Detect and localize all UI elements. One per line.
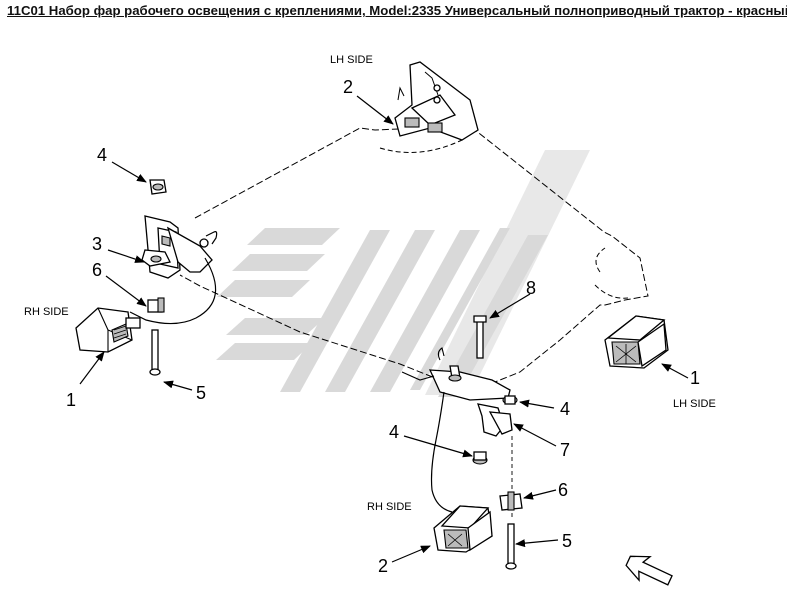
callout-4-left: 4 bbox=[97, 145, 107, 165]
callout-1-right: 1 bbox=[690, 368, 700, 388]
forward-arrow-icon bbox=[625, 555, 673, 586]
rh-side-bottom-label: RH SIDE bbox=[367, 501, 412, 513]
callout-2-bottom: 2 bbox=[378, 556, 388, 576]
lh-side-top-label: LH SIDE bbox=[330, 54, 373, 66]
callout-6-bottom: 6 bbox=[558, 480, 568, 500]
bottom-work-lamp bbox=[433, 491, 523, 570]
watermark-logo bbox=[216, 150, 590, 397]
callout-5-left: 5 bbox=[196, 383, 206, 403]
center-bracket bbox=[401, 315, 518, 520]
callout-1-left: 1 bbox=[66, 390, 76, 410]
left-work-lamp bbox=[75, 307, 141, 353]
callout-3-left: 3 bbox=[92, 234, 102, 254]
callout-5-bottom: 5 bbox=[562, 531, 572, 551]
right-work-lamp bbox=[604, 315, 669, 369]
callout-6-left: 6 bbox=[92, 260, 102, 280]
top-lh-bracket bbox=[394, 61, 479, 141]
lh-side-right-label: LH SIDE bbox=[673, 398, 716, 410]
rh-side-left-label: RH SIDE bbox=[24, 306, 69, 318]
page-title: 11C01 Набор фар рабочего освещения с кре… bbox=[7, 3, 787, 18]
callout-4-center: 4 bbox=[389, 422, 399, 442]
callout-7-right: 7 bbox=[560, 440, 570, 460]
leader-lines bbox=[79, 95, 689, 563]
parts-diagram: LH SIDE RH SIDE LH SIDE RH SIDE 2 4 3 6 … bbox=[24, 54, 716, 586]
callout-2-top: 2 bbox=[343, 77, 353, 97]
callout-8-center: 8 bbox=[526, 278, 536, 298]
left-bracket bbox=[129, 179, 218, 376]
callout-4-right: 4 bbox=[560, 399, 570, 419]
